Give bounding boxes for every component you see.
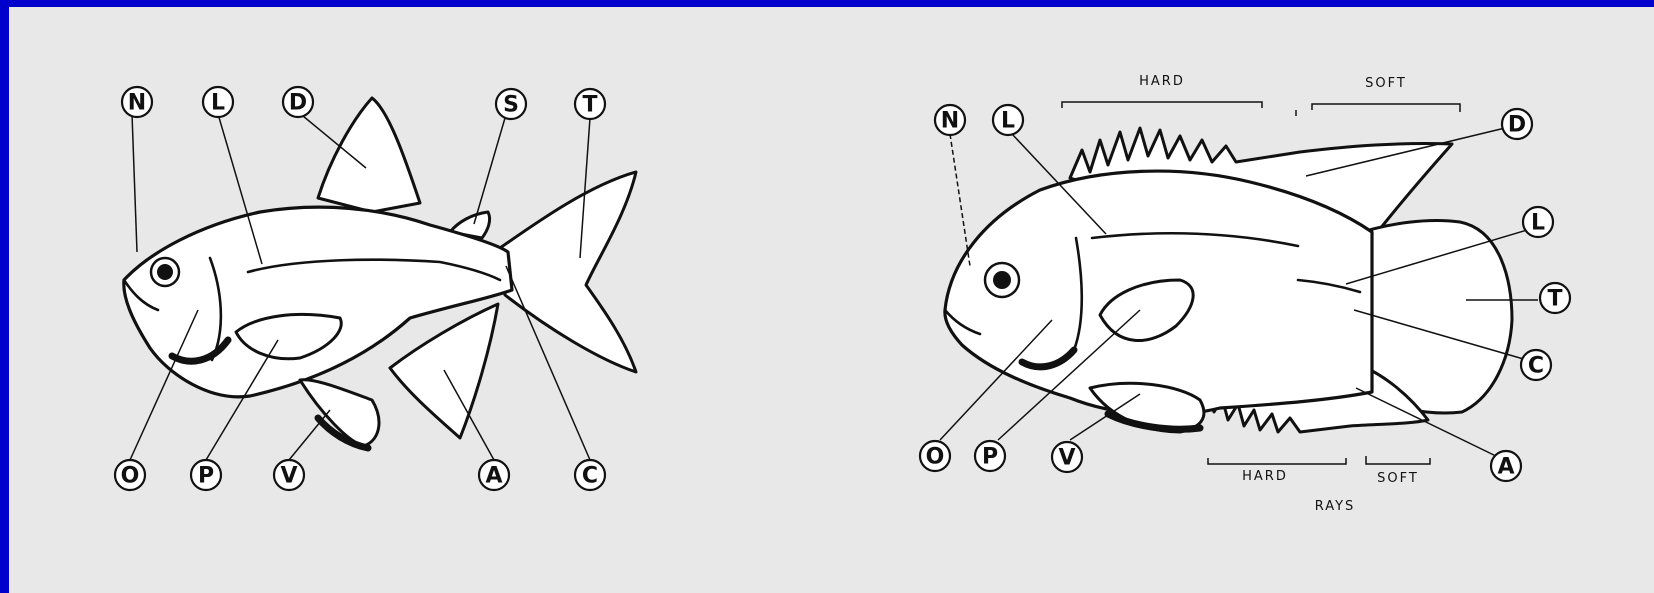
fish1-label-S: S xyxy=(496,89,526,119)
fish1-label-L: L xyxy=(203,87,233,117)
svg-text:V: V xyxy=(280,464,297,489)
svg-text:A: A xyxy=(1497,455,1514,480)
svg-text:N: N xyxy=(941,109,959,134)
svg-text:P: P xyxy=(198,464,214,489)
fish-2: HARD SOFT HARD SOFT RAYS N L D L T C A O… xyxy=(920,74,1570,514)
svg-text:D: D xyxy=(1508,113,1526,138)
fish1-caudal-fin xyxy=(500,172,636,372)
fish1-pupil xyxy=(157,264,173,280)
fish2-label-L-right: L xyxy=(1523,207,1553,237)
fish2-label-C: C xyxy=(1521,350,1551,380)
fish2-label-L-top: L xyxy=(993,105,1023,135)
svg-text:S: S xyxy=(503,93,519,118)
svg-text:C: C xyxy=(1528,354,1544,379)
fish2-label-N: N xyxy=(935,105,965,135)
fish2-label-D: D xyxy=(1502,109,1532,139)
svg-text:A: A xyxy=(485,464,502,489)
fish2-dorsal-soft-label: SOFT xyxy=(1365,76,1407,91)
fish-1: N L D S T O P V A C xyxy=(115,87,636,490)
svg-text:L: L xyxy=(1531,211,1545,236)
fish2-label-A: A xyxy=(1491,451,1521,481)
svg-text:O: O xyxy=(121,464,140,489)
fish1-label-D: D xyxy=(283,87,313,117)
fish2-anal-hard-label: HARD xyxy=(1242,469,1288,484)
svg-text:V: V xyxy=(1058,446,1075,471)
svg-text:N: N xyxy=(128,91,146,116)
fish1-label-P: P xyxy=(191,460,221,490)
fish1-label-N: N xyxy=(122,87,152,117)
fish1-label-A: A xyxy=(479,460,509,490)
fish1-dorsal-fin xyxy=(318,98,420,212)
svg-text:P: P xyxy=(982,445,998,470)
fish1-label-C: C xyxy=(575,460,605,490)
svg-text:O: O xyxy=(926,445,945,470)
svg-text:T: T xyxy=(1547,287,1562,312)
fish2-pupil xyxy=(993,271,1011,289)
fish2-label-T: T xyxy=(1540,283,1570,313)
fish1-label-V: V xyxy=(274,460,304,490)
fish2-label-V: V xyxy=(1052,442,1082,472)
svg-text:L: L xyxy=(1001,109,1015,134)
fish2-anal-soft-label: SOFT xyxy=(1377,471,1419,486)
fish1-label-O: O xyxy=(115,460,145,490)
fish2-label-P: P xyxy=(975,441,1005,471)
fish1-label-T: T xyxy=(575,89,605,119)
fish2-dorsal-hard-label: HARD xyxy=(1139,74,1185,89)
svg-text:C: C xyxy=(582,464,598,489)
svg-text:T: T xyxy=(582,93,597,118)
fish2-label-O: O xyxy=(920,441,950,471)
fish2-rays-label: RAYS xyxy=(1315,499,1356,514)
svg-text:L: L xyxy=(211,91,225,116)
svg-text:D: D xyxy=(289,91,307,116)
